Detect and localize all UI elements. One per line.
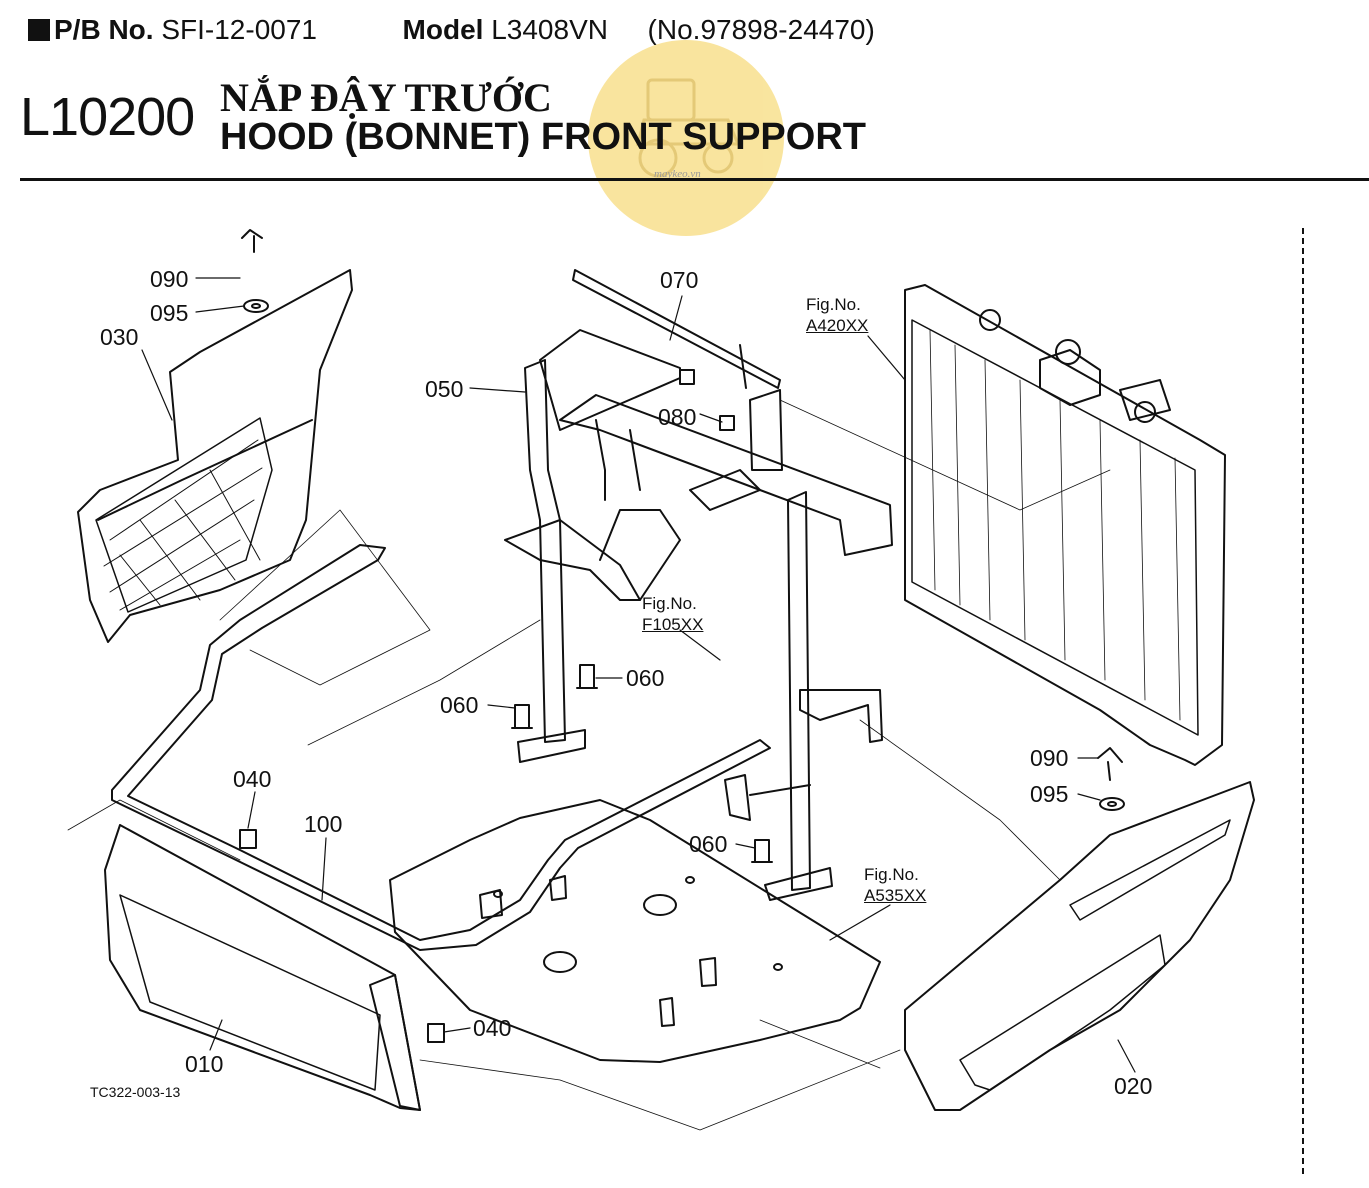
title-english: HOOD (BONNET) FRONT SUPPORT bbox=[220, 116, 866, 158]
watermark-logo bbox=[588, 40, 784, 236]
part-090-top-label: 090 bbox=[150, 266, 189, 292]
fig-ref-radiator-label: Fig.No. bbox=[806, 295, 861, 314]
pb-label: P/B No. bbox=[54, 14, 154, 45]
radiator-assembly bbox=[904, 284, 1226, 766]
header-rule bbox=[20, 178, 1369, 181]
pb-value: SFI-12-0071 bbox=[161, 14, 317, 45]
right-front-cover bbox=[904, 781, 1255, 1111]
part-040-top-label: 040 bbox=[233, 766, 272, 792]
front-frame-tube bbox=[111, 544, 771, 951]
watermark-text: maykeo.vn bbox=[654, 168, 701, 180]
title-vietnamese: NẮP ĐẬY TRƯỚC bbox=[220, 75, 552, 120]
fig-ref-floor[interactable]: Fig.No. A535XX bbox=[864, 864, 926, 906]
header-bar: P/B No. SFI-12-0071 Model L3408VN (No.97… bbox=[28, 14, 875, 46]
part-060-label-c: 060 bbox=[689, 831, 728, 857]
part-070-label: 070 bbox=[660, 267, 699, 293]
fasteners bbox=[239, 229, 1125, 1043]
fig-ref-frame-number: F105XX bbox=[642, 615, 704, 634]
black-square-icon bbox=[28, 19, 50, 41]
left-grille-panel bbox=[77, 269, 353, 643]
fig-ref-floor-label: Fig.No. bbox=[864, 865, 919, 884]
part-060-label-b: 060 bbox=[440, 692, 479, 718]
radiator-bracket bbox=[572, 269, 783, 471]
part-100-label: 100 bbox=[304, 811, 343, 837]
fig-ref-frame[interactable]: Fig.No. F105XX bbox=[642, 593, 703, 635]
part-030-label: 030 bbox=[100, 324, 139, 350]
part-080-label: 080 bbox=[658, 404, 697, 430]
section-code: L10200 bbox=[20, 87, 195, 147]
floor-plate bbox=[389, 799, 881, 1063]
dashed-border bbox=[1302, 228, 1304, 1174]
fig-ref-floor-number: A535XX bbox=[864, 886, 927, 905]
serial-number: (No.97898-24470) bbox=[647, 14, 875, 45]
front-grille bbox=[104, 824, 421, 1111]
part-020-label: 020 bbox=[1114, 1073, 1153, 1099]
part-095-right-label: 095 bbox=[1030, 781, 1069, 807]
part-040-bottom-label: 040 bbox=[473, 1015, 512, 1041]
part-050-label: 050 bbox=[425, 376, 464, 402]
model-value: L3408VN bbox=[491, 14, 608, 45]
assembly-guide-lines bbox=[67, 399, 1111, 1131]
fig-ref-radiator-number: A420XX bbox=[806, 316, 869, 335]
model-label: Model bbox=[402, 14, 484, 45]
leader-lines bbox=[141, 277, 1136, 1073]
part-010-label: 010 bbox=[185, 1051, 224, 1077]
drawing-code: TC322-003-13 bbox=[90, 1084, 181, 1100]
fig-ref-frame-label: Fig.No. bbox=[642, 594, 697, 613]
part-090-right-label: 090 bbox=[1030, 745, 1069, 771]
part-060-label-a: 060 bbox=[626, 665, 665, 691]
fig-ref-radiator[interactable]: Fig.No. A420XX bbox=[806, 294, 868, 336]
part-095-top-label: 095 bbox=[150, 300, 189, 326]
